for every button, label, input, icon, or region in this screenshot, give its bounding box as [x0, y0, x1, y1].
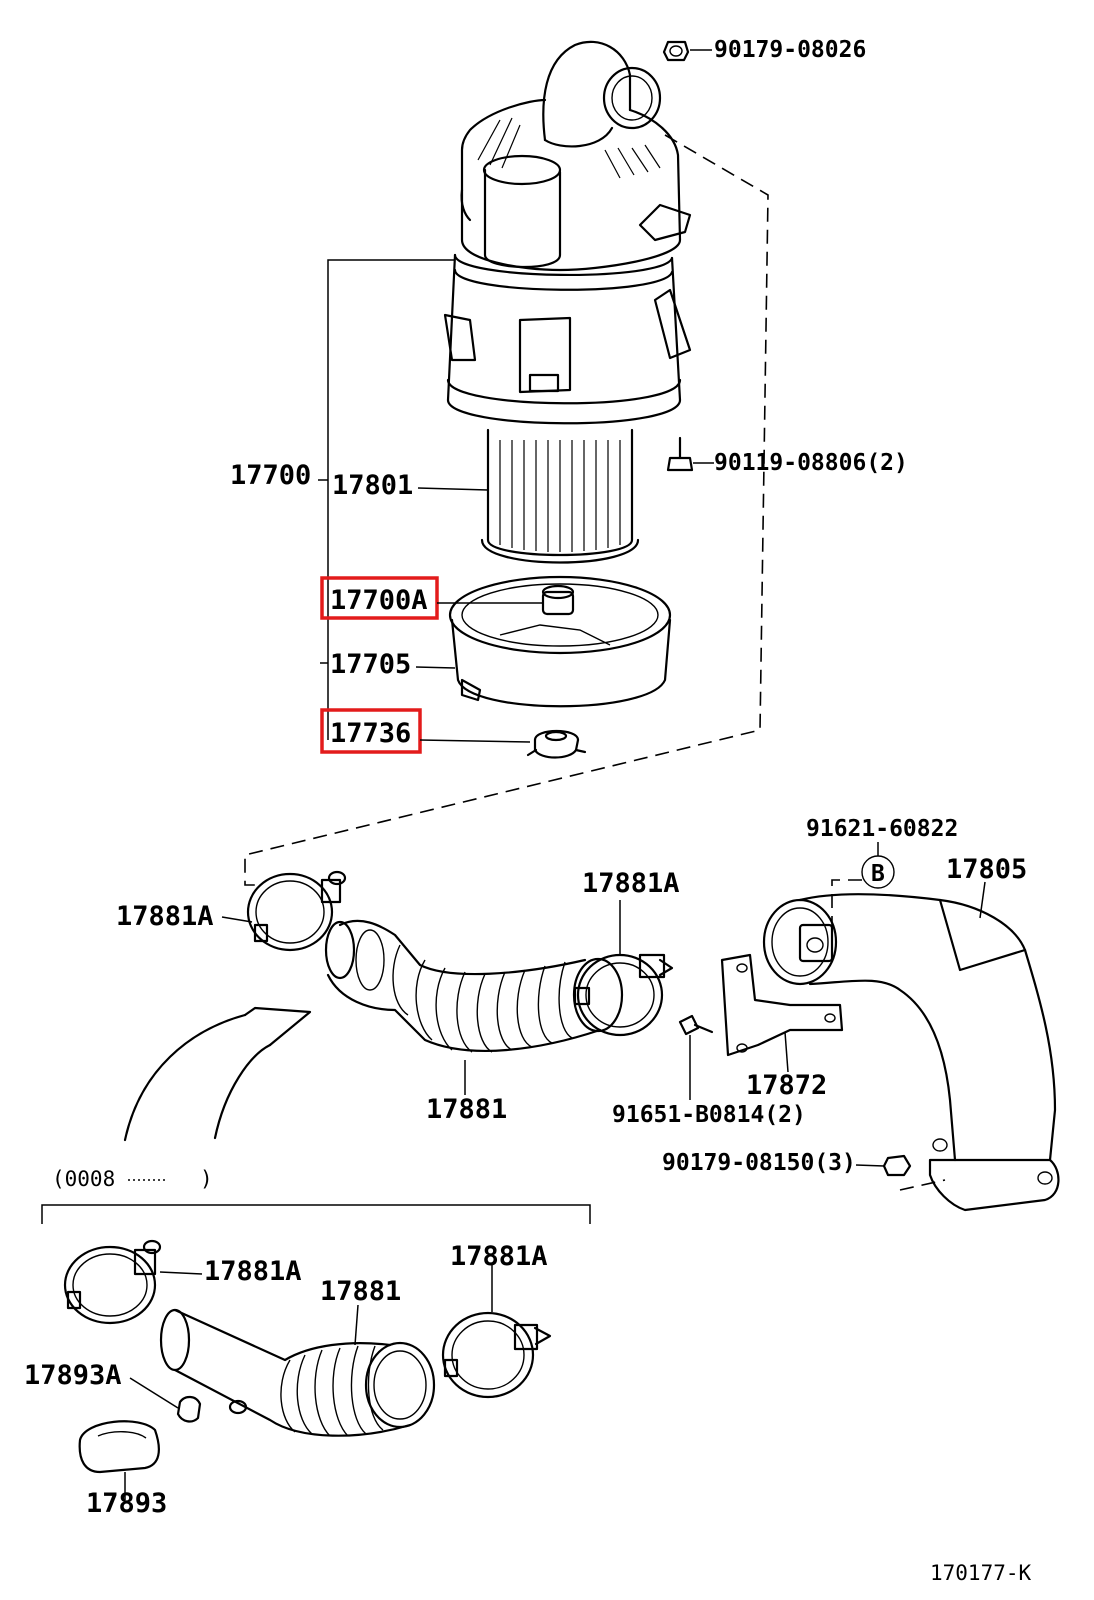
label-cap: 17705 [330, 649, 411, 680]
leader-nut-duct [855, 1164, 885, 1167]
label-bolt-mid: 90119-08806(2) [714, 450, 908, 476]
direction-arrow-icon [123, 1006, 312, 1142]
label-assy: 17700 [230, 460, 311, 491]
variant-bracket [41, 1204, 591, 1224]
variant-cap [78, 1420, 160, 1474]
label-v-clamp-left: 17881A [204, 1256, 302, 1287]
label-nut-top: 90179-08026 [714, 37, 866, 63]
variant-note-end: ) [200, 1167, 213, 1191]
highlight-box-valve [320, 708, 422, 754]
dashed-guide-top [244, 134, 769, 886]
label-nut-duct: 90179-08150(3) [662, 1150, 856, 1176]
leader-v-clip [129, 1377, 179, 1409]
bracket-bolt-icon [678, 1014, 714, 1036]
assembly-bracket [327, 259, 455, 740]
bracket-17872 [720, 953, 844, 1057]
label-duct: 17805 [946, 854, 1027, 885]
label-ref-b: B [871, 861, 885, 887]
air-cleaner-elbow [542, 40, 662, 148]
label-v-hose: 17881 [320, 1276, 401, 1307]
label-valve: 17736 [330, 718, 411, 749]
air-cleaner-top-cover [460, 98, 692, 272]
vacuator-valve [526, 730, 587, 759]
leader-cap [415, 666, 456, 669]
variant-clamp-left [63, 1239, 162, 1325]
filter-element [480, 428, 640, 564]
air-cleaner-cap [448, 575, 672, 708]
highlight-box-cap-part [320, 576, 439, 620]
air-cleaner-body [443, 253, 692, 425]
leader-valve [419, 739, 531, 743]
figure-code: 170177-K [930, 1561, 1032, 1585]
dashed-guide-duct [899, 1179, 946, 1191]
label-bracket: 17872 [746, 1070, 827, 1101]
variant-clip [176, 1395, 202, 1423]
variant-clamp-right [441, 1311, 552, 1399]
ref-b-circle [861, 855, 895, 889]
leader-v-clamp-left [159, 1271, 203, 1275]
label-v-clip: 17893A [24, 1360, 122, 1391]
clamp-left [246, 870, 347, 952]
label-bolt-bracket: 91651-B0814(2) [612, 1102, 806, 1128]
label-v-cap: 17893 [86, 1488, 167, 1519]
label-clamp-left: 17881A [116, 901, 214, 932]
label-clamp-right: 17881A [582, 868, 680, 899]
nut-icon [662, 40, 690, 62]
intake-duct [762, 893, 1060, 1212]
leader-bracket [784, 1031, 789, 1073]
intake-hose [324, 919, 624, 1053]
label-v-clamp-right: 17881A [450, 1241, 548, 1272]
label-clip-ref: 91621-60822 [806, 816, 958, 842]
variant-note: (0008 [52, 1167, 115, 1191]
label-element: 17801 [332, 470, 413, 501]
label-cap-part: 17700A [330, 585, 428, 616]
clamp-right [573, 953, 674, 1037]
leader-clamp-left [221, 916, 253, 923]
leader-v-hose [354, 1304, 359, 1346]
label-hose: 17881 [426, 1094, 507, 1125]
variant-intake-hose [159, 1308, 436, 1437]
air-cleaner-assembly [443, 40, 692, 759]
bolt-icon [666, 436, 694, 472]
dashed-guide-b [831, 879, 862, 940]
leader-element [417, 487, 489, 491]
duct-nut-icon [882, 1154, 912, 1177]
leader-duct [979, 881, 986, 919]
